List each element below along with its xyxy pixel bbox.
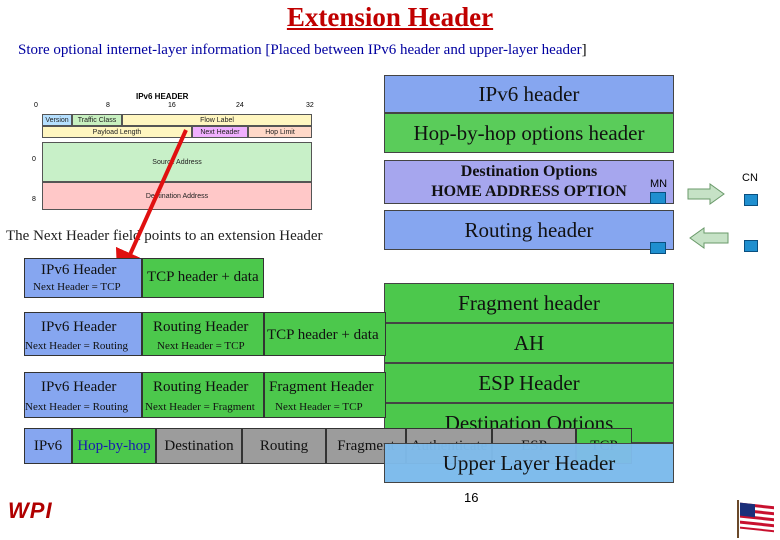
stack-ipv6-header: IPv6 header (384, 75, 674, 113)
mn-node-icon (650, 192, 666, 204)
pointer-text: The Next Header field points to an exten… (6, 228, 323, 244)
destination-address-field: Destination Address (42, 182, 312, 210)
row3-routing-header: Routing Header Next Header = Fragment (142, 372, 264, 418)
stack-destination-options: Destination Options HOME ADDRESS OPTION (384, 160, 674, 204)
cn-node-icon (744, 194, 758, 206)
page-title: Extension Header (286, 2, 494, 32)
order-destination: Destination (156, 428, 242, 464)
order-hop-by-hop: Hop-by-hop (72, 428, 156, 464)
arrow-left-icon (689, 227, 729, 249)
traffic-class-field: Traffic Class (72, 114, 122, 126)
order-ipv6: IPv6 (24, 428, 72, 464)
arrow-right-icon (687, 183, 725, 205)
cn-node-icon-2 (744, 240, 758, 252)
mn-node-icon-2 (650, 242, 666, 254)
stack-fragment: Fragment header (384, 283, 674, 323)
bit-mark-32: 32 (306, 102, 314, 109)
row-mark-8: 8 (32, 196, 36, 203)
next-header-field: Next Header (192, 126, 248, 138)
row2-ipv6-header: IPv6 Header Next Header = Routing (24, 312, 142, 356)
row2-tcp-data: TCP header + data (264, 312, 386, 356)
us-flag-icon (737, 500, 774, 538)
bit-mark-24: 24 (236, 102, 244, 109)
stack-esp: ESP Header (384, 363, 674, 403)
row1-tcp-data: TCP header + data (142, 258, 264, 298)
wpi-logo: WPI (8, 498, 53, 523)
cn-label: CN (742, 172, 758, 184)
bit-mark-8: 8 (106, 102, 110, 109)
row-mark-0: 0 (32, 156, 36, 163)
stack-routing: Routing header (384, 210, 674, 250)
subtitle: Store optional internet-layer informatio… (18, 42, 587, 58)
row2-routing-header: Routing Header Next Header = TCP (142, 312, 264, 356)
row3-ipv6-header: IPv6 Header Next Header = Routing (24, 372, 142, 418)
order-routing: Routing (242, 428, 326, 464)
ipv6-header-figure: IPv6 HEADER 0 8 16 24 32 Version Traffic… (28, 86, 318, 212)
stack-upper-layer-overlay: Upper Layer Header (384, 443, 674, 483)
version-field: Version (42, 114, 72, 126)
page-number: 16 (464, 490, 479, 505)
payload-length-field: Payload Length (42, 126, 192, 138)
stack-ah: AH (384, 323, 674, 363)
bit-mark-16: 16 (168, 102, 176, 109)
stack-hop-by-hop: Hop-by-hop options header (384, 113, 674, 153)
figure-heading: IPv6 HEADER (136, 92, 189, 101)
flow-label-field: Flow Label (122, 114, 312, 126)
row3-fragment-header: Fragment Header Next Header = TCP (264, 372, 386, 418)
hop-limit-field: Hop Limit (248, 126, 312, 138)
mn-label: MN (650, 178, 668, 190)
bit-mark-0: 0 (34, 102, 38, 109)
row1-ipv6-header: IPv6 Header Next Header = TCP (24, 258, 142, 298)
